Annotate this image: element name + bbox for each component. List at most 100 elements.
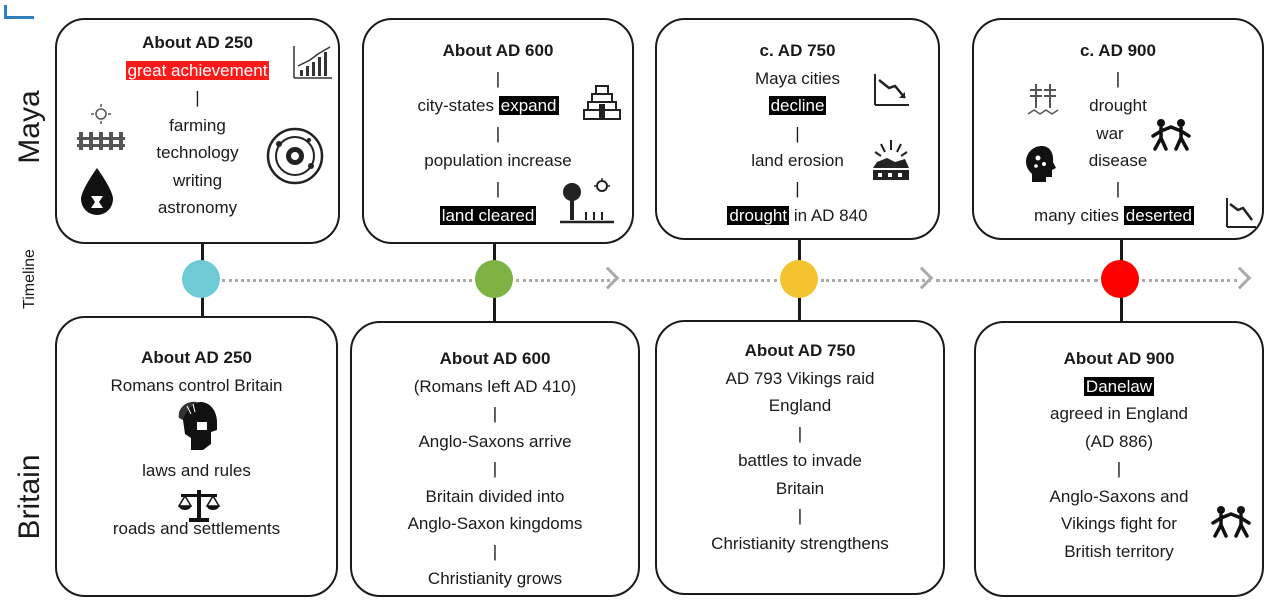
maya-card-ad600: About AD 600 | city-states expand | popu… [362,18,634,244]
britain-item: Vikings fight for [1061,514,1177,533]
maya-item: technology [156,143,239,162]
row-label-britain: Britain [13,454,46,540]
fighting-icon [1151,119,1191,151]
water-drop-icon [81,168,113,215]
card-date: About AD 250 [141,348,252,367]
maya-item: Maya cities [754,68,841,88]
maya-item: in AD 840 [793,206,868,225]
card-date: c. AD 750 [759,41,836,60]
timeline-marker-750 [780,260,818,298]
britain-item: battles to invade [738,451,862,470]
astronomy-icon [266,127,324,185]
separator: | [495,123,501,143]
highlight-drought: drought [727,206,790,225]
maya-item: population increase [424,151,572,170]
maya-item: land erosion [751,151,844,170]
britain-item: British territory [1064,541,1174,561]
britain-item: Christianity strengthens [711,533,889,553]
separator: | [1115,68,1121,88]
growth-chart-icon [293,46,332,79]
timeline-segment-1 [222,279,472,282]
fighting-icon [1211,506,1251,538]
britain-card-ad750: About AD 750 AD 793 Vikings raid England… [655,320,945,595]
card-date: About AD 600 [439,349,551,368]
maya-item: astronomy [157,198,238,217]
timeline-segment-2a [516,279,616,282]
britain-card-ad600: About AD 600 (Romans left AD 410) | Angl… [350,321,640,597]
card-date: c. AD 900 [1080,41,1156,60]
card-date: About AD 750 [744,341,856,360]
row-label-maya: Maya [13,90,46,164]
britain-item: Anglo-Saxon kingdoms [407,514,583,533]
timeline-marker-250 [182,260,220,298]
separator: | [495,178,501,198]
britain-item: Britain [775,478,825,498]
decline-chart-icon [874,74,909,106]
britain-item: (AD 886) [1084,431,1154,451]
highlight-danelaw: Danelaw [1083,376,1155,396]
britain-item: Britain divided into [425,486,565,506]
timeline-marker-900 [1101,260,1139,298]
highlight-deserted: deserted [1123,206,1194,225]
scales-icon [177,490,221,522]
separator: | [195,88,200,107]
timeline-segment-3b [936,279,1098,282]
roman-helmet-icon [178,401,217,450]
corner-accent [4,5,34,19]
separator: | [1116,459,1122,478]
disease-head-icon [1026,146,1056,182]
britain-item: laws and rules [142,461,251,480]
britain-item: Christianity grows [427,569,563,588]
farm-fence-icon [77,104,125,150]
decline-chart-icon [1226,198,1256,228]
separator: | [492,541,498,561]
britain-item: AD 793 Vikings raid [725,368,875,388]
timeline-arrow-2 [910,266,934,290]
britain-item: England [768,396,832,415]
timeline-segment-3a [821,279,931,282]
separator: | [492,459,498,478]
card-date: About AD 600 [442,41,554,60]
separator: | [795,123,800,143]
row-label-timeline: Timeline [21,249,38,309]
pyramid-icon [583,85,621,120]
separator: | [797,423,803,443]
britain-item: (Romans left AD 410) [413,376,577,396]
britain-item: Romans control Britain [110,375,283,395]
timeline-arrow-3 [1228,266,1252,290]
erosion-icon [873,140,909,180]
highlight-great-achievement: great achievement [125,60,270,80]
maya-card-ad750: c. AD 750 Maya cities decline | land ero… [655,18,940,240]
britain-item: roads and settlements [112,518,281,538]
separator: | [492,404,498,423]
cleared-land-icon [560,178,614,224]
britain-item: Anglo-Saxons and [1049,486,1189,506]
maya-item: many cities [1034,206,1120,225]
timeline-marker-600 [475,260,513,298]
timeline-arrow-1 [596,266,620,290]
maya-card-ad250: About AD 250 great achievement | farming… [55,18,340,244]
highlight-land-cleared: land cleared [439,206,537,225]
card-date: About AD 250 [142,33,253,52]
maya-item: drought [1089,96,1147,115]
separator: | [795,178,800,198]
highlight-expand: expand [498,96,559,115]
maya-item: writing [172,170,223,190]
maya-item: disease [1088,151,1148,170]
britain-item: Anglo-Saxons arrive [418,431,572,451]
drought-icon [1027,84,1059,115]
separator: | [1115,178,1121,198]
maya-card-ad900: c. AD 900 | drought war disease | many c… [972,18,1264,240]
highlight-decline: decline [768,96,827,115]
britain-card-ad900: About AD 900 Danelaw agreed in England (… [974,321,1264,597]
separator: | [495,68,501,88]
maya-item: farming [169,115,226,135]
britain-card-ad250: About AD 250 Romans control Britain laws… [55,316,338,597]
britain-item: agreed in England [1049,404,1188,423]
timeline-segment-2b [622,279,777,282]
timeline-segment-4 [1142,279,1237,282]
separator: | [797,506,803,525]
maya-item: city-states [417,96,494,115]
maya-item: war [1096,123,1124,143]
card-date: About AD 900 [1063,349,1175,368]
